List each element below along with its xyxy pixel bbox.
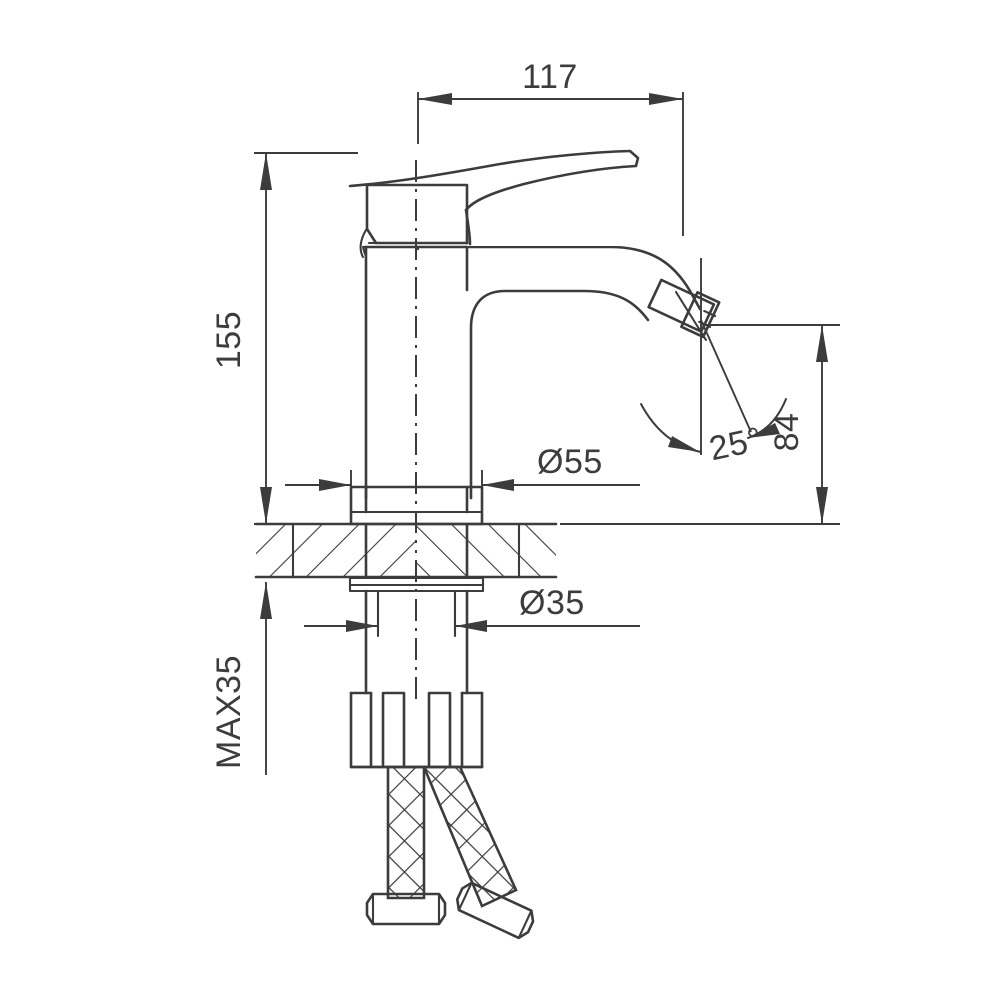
aerator-face-top — [703, 309, 717, 318]
nut-right-edge-a — [457, 881, 473, 912]
arrowhead-angle-left — [668, 436, 700, 452]
arrowhead-117-left — [418, 93, 452, 105]
outlet-centerlines — [700, 258, 752, 455]
aerator-body — [647, 278, 716, 333]
nut-right-edge-b — [517, 909, 533, 939]
supply-hose-right — [422, 765, 518, 908]
arrowhead-155-top — [260, 153, 272, 190]
countertop — [254, 522, 558, 579]
dim-label-84: 84 — [768, 413, 806, 452]
lever-mask — [358, 144, 658, 246]
supply-hose-left — [386, 765, 426, 900]
countertop-hatch-right — [416, 524, 556, 577]
dim-label-max35: MAX35 — [210, 655, 248, 769]
aerator — [647, 278, 721, 339]
spline-2 — [381, 691, 406, 769]
hose-nut-left — [365, 892, 447, 926]
spout-inner-final — [465, 242, 650, 500]
arrowhead-84-bottom — [816, 487, 828, 524]
arrowhead-d35-left — [346, 620, 378, 632]
cartridge-top-edge — [365, 183, 469, 245]
arrowhead-d55-left — [319, 479, 351, 491]
dim-label-d55: Ø55 — [537, 443, 603, 481]
dim-label-155: 155 — [210, 311, 248, 369]
dimension-width-117: 117 — [417, 58, 684, 320]
dimension-spout-height-84: 84 — [560, 324, 840, 525]
hose-right-body — [422, 765, 518, 908]
arrowhead-117-right — [649, 93, 683, 105]
aerator-collar — [680, 291, 721, 339]
outlet-angled-centerline — [700, 319, 752, 433]
dimension-shank-d35: Ø35 — [304, 584, 640, 632]
cartridge-left-radius — [359, 228, 368, 259]
arrowhead-max35-top — [260, 582, 272, 619]
arrowhead-d55-right — [482, 479, 514, 491]
arrowhead-84-top — [816, 325, 828, 362]
arrowhead-155-bottom — [260, 487, 272, 524]
dim-label-117: 117 — [522, 58, 578, 96]
dimension-deck-max35: MAX35 — [210, 582, 272, 775]
dim-label-d35: Ø35 — [519, 584, 585, 622]
hose-left-body — [386, 765, 426, 900]
lever-top-silhouette — [348, 149, 640, 212]
spout-inner-final-path — [469, 289, 650, 500]
hose-nut-right — [455, 881, 535, 940]
spout-top-profile — [465, 245, 702, 311]
countertop-hatch-left — [256, 524, 416, 577]
arrowhead-angle-right — [748, 423, 780, 438]
inner-mask — [462, 282, 662, 502]
spline-3 — [427, 691, 452, 769]
dimension-flange-d55: Ø55 — [285, 443, 640, 500]
arrowhead-d35-right — [455, 620, 487, 632]
